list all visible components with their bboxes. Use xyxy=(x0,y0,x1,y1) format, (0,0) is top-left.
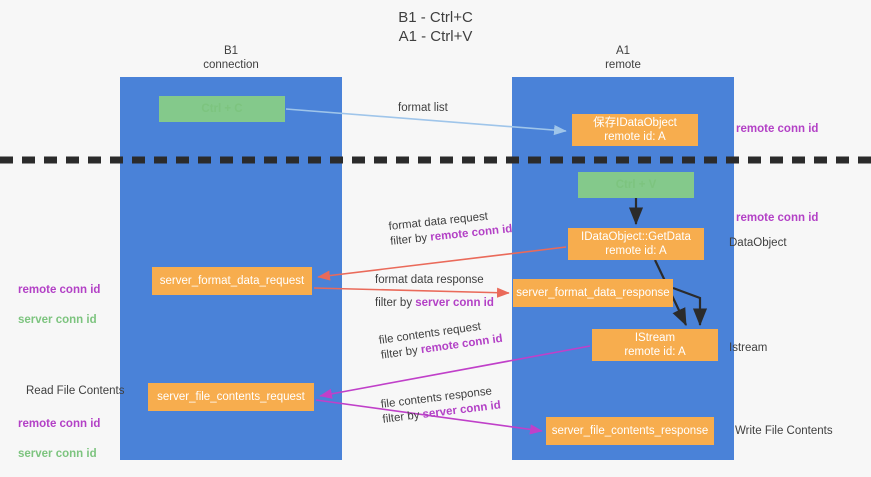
edge-label-format-list-text: format list xyxy=(398,102,448,114)
node-istream[interactable]: IStream remote id: A xyxy=(592,329,718,361)
node-idataobject-getdata[interactable]: IDataObject::GetData remote id: A xyxy=(568,228,704,260)
annotation-left-remote-conn-id-bottom: remote conn id xyxy=(18,418,101,430)
edge-label-file-contents-response: file contents response filter by server … xyxy=(380,384,502,428)
annotation-left-read-file-contents: Read File Contents xyxy=(26,385,125,397)
annotation-left-conn-ids-mid: remote conn id server conn id xyxy=(18,268,100,343)
lane-header-a1: A1 remote xyxy=(605,45,641,71)
edge-label-fdresp-prefix: filter by xyxy=(375,297,416,309)
node-save-idataobject[interactable]: 保存IDataObject remote id: A xyxy=(572,114,698,146)
edge-label-format-data-response: format data response filter by server co… xyxy=(375,273,494,311)
annotation-right-write-file-contents: Write File Contents xyxy=(735,425,833,437)
edge-label-fdresp-line2: filter by server conn id xyxy=(375,296,494,311)
node-ctrl-v[interactable]: Ctrl + V xyxy=(578,172,694,198)
edge-label-fcreq-prefix: filter by xyxy=(380,344,422,362)
lane-header-b1: B1 connection xyxy=(203,45,259,71)
node-ctrl-c[interactable]: Ctrl + C xyxy=(159,96,285,122)
node-server-file-contents-response[interactable]: server_file_contents_response xyxy=(546,417,714,445)
annotation-right-remote-conn-id-top: remote conn id xyxy=(736,123,819,135)
edge-label-fcresp-prefix: filter by xyxy=(381,408,424,426)
annotation-right-remote-conn-id-mid: remote conn id xyxy=(736,212,819,224)
node-server-format-data-response[interactable]: server_format_data_response xyxy=(513,279,673,307)
annotation-left-server-conn-id-mid: server conn id xyxy=(18,314,97,326)
edge-label-file-contents-request: file contents request filter by remote c… xyxy=(378,317,504,364)
edge-label-format-data-request: format data request filter by remote con… xyxy=(388,207,513,250)
node-server-file-contents-request[interactable]: server_file_contents_request xyxy=(148,383,314,411)
page-title: B1 - Ctrl+C A1 - Ctrl+V xyxy=(398,9,473,45)
annotation-left-server-conn-id-bottom: server conn id xyxy=(18,448,97,460)
annotation-right-dataobject: DataObject xyxy=(729,237,787,249)
annotation-left-conn-ids-bottom: remote conn id server conn id xyxy=(18,402,100,477)
node-server-format-data-request[interactable]: server_format_data_request xyxy=(152,267,312,295)
edge-label-fdresp-line1: format data response xyxy=(375,274,484,286)
annotation-left-remote-conn-id-mid: remote conn id xyxy=(18,284,101,296)
annotation-right-istream: Istream xyxy=(729,342,768,354)
edge-label-fdresp-key: server conn id xyxy=(415,297,494,309)
edge-label-format-list: format list xyxy=(398,101,448,116)
diagram-canvas: B1 - Ctrl+C A1 - Ctrl+V B1 connection A1… xyxy=(0,9,871,460)
edge-label-fdreq-prefix: filter by xyxy=(389,231,431,248)
